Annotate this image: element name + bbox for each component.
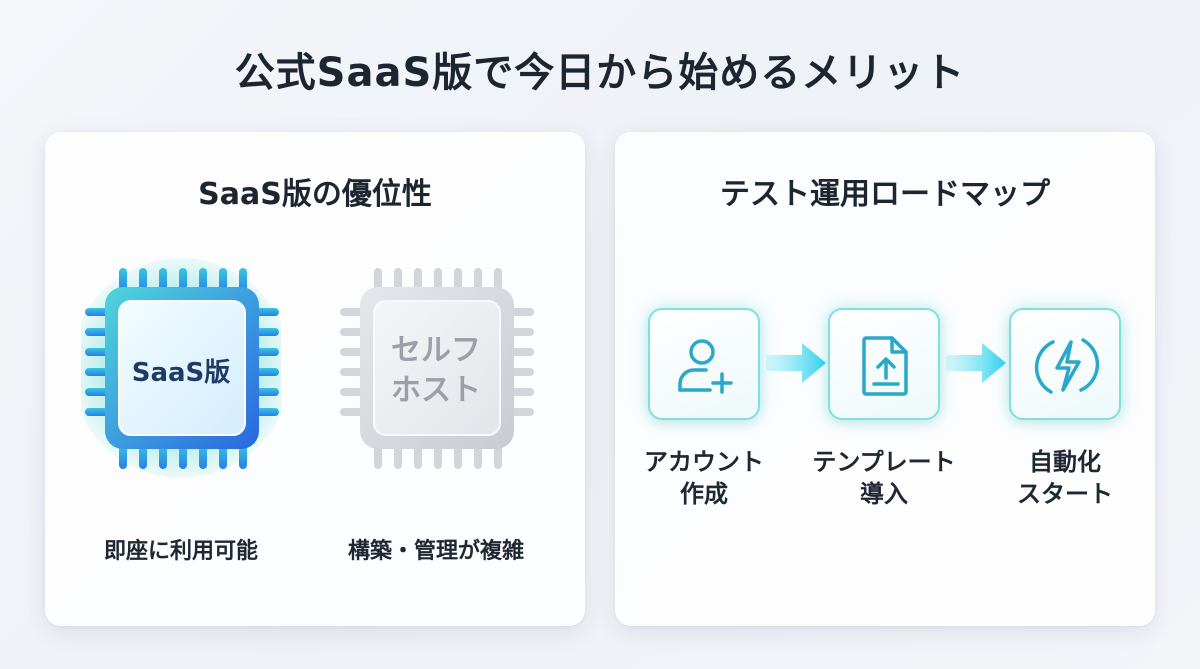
step-account-creation: [648, 308, 760, 420]
saas-advantage-title: SaaS版の優位性: [198, 177, 432, 212]
page-title: 公式SaaS版で今日から始めるメリット: [234, 50, 966, 96]
step-label-line: スタート: [1017, 480, 1113, 508]
step-label-line: テンプレート: [812, 448, 956, 476]
saas-caption: 即座に利用可能: [103, 539, 258, 564]
add-user-icon: [678, 339, 733, 394]
step-label-line: 導入: [860, 480, 908, 508]
saas-chip-icon: [81, 258, 281, 478]
roadmap-panel: テスト運用ロードマップ: [615, 132, 1155, 626]
step-label-line: 作成: [680, 480, 728, 508]
self-host-chip-icon: [340, 268, 534, 469]
self-host-label-line1: セルフ: [391, 333, 481, 368]
self-host-caption: 構築・管理が複雑: [347, 539, 524, 564]
step-label-line: 自動化: [1029, 448, 1101, 476]
lightning-bolt-icon: [1034, 338, 1100, 394]
self-host-label-line2: ホスト: [391, 373, 481, 408]
step-label-line: アカウント: [644, 448, 764, 476]
self-host-chip-label: セルフ ホスト: [336, 331, 536, 411]
saas-chip: SaaS版: [81, 253, 281, 483]
step-label-account: アカウント 作成: [619, 446, 789, 510]
arrow-right-icon: [946, 343, 1006, 383]
template-upload-icon: [862, 336, 908, 396]
step-label-template: テンプレート 導入: [799, 446, 969, 510]
saas-chip-label: SaaS版: [131, 358, 231, 388]
step-label-automation: 自動化 スタート: [980, 446, 1150, 510]
saas-advantage-panel: SaaS版の優位性: [45, 132, 585, 626]
roadmap-title: テスト運用ロードマップ: [720, 177, 1050, 212]
arrow-right-icon: [766, 343, 826, 383]
self-host-chip: セルフ ホスト: [336, 253, 536, 483]
step-automation-start: [1009, 308, 1121, 420]
step-template-import: [828, 308, 940, 420]
